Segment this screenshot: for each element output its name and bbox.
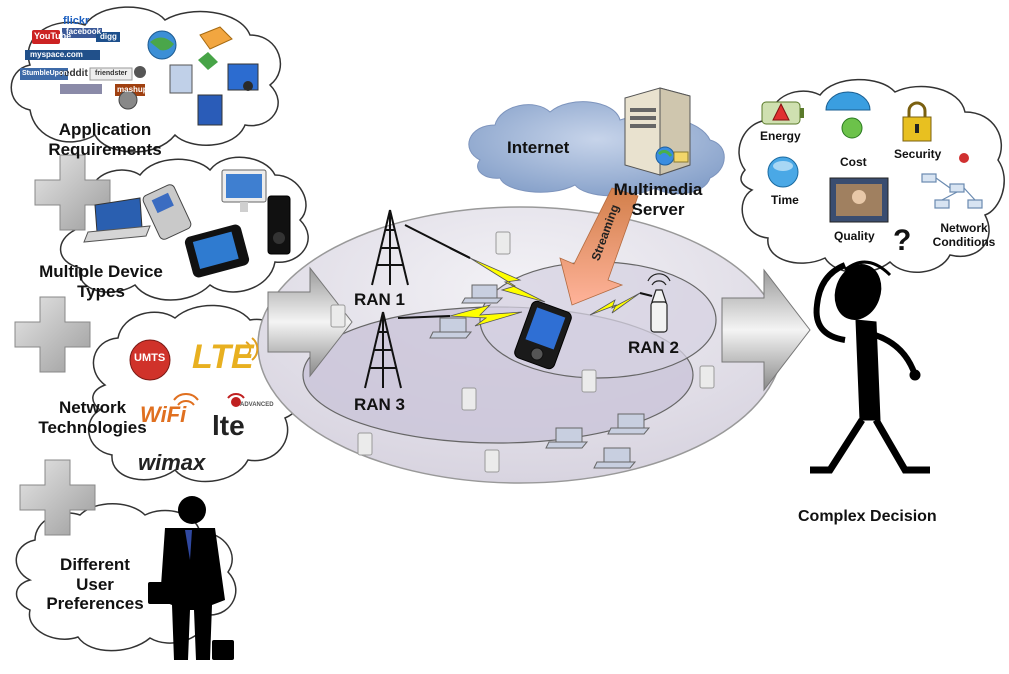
label-security: Security (894, 147, 942, 161)
umts-logo-text: UMTS (134, 352, 166, 364)
label-different-user-preferences: Different User Preferences (30, 555, 160, 614)
output-arrow (721, 268, 811, 392)
device-types-icons (83, 169, 291, 278)
businessman-silhouette (148, 496, 234, 660)
facebook-logo-text: facebook (66, 27, 102, 36)
label-network-technologies: Network Technologies (35, 398, 150, 437)
ran1-link (404, 224, 546, 303)
svg-text:?: ? (893, 224, 911, 257)
security-key-icon (959, 153, 969, 163)
multimedia-server-icon (624, 87, 691, 176)
myspace-logo-text: myspace.com (30, 50, 83, 59)
background-devices (330, 231, 715, 473)
mobile-device-icon (514, 300, 572, 370)
lte-advanced-logo-text: lte (212, 410, 245, 441)
laptops (429, 284, 651, 469)
wimax-logo-text: wimax (138, 450, 206, 475)
friendster-logo-text: friendster (95, 70, 128, 77)
label-energy: Energy (760, 129, 801, 143)
youtube-logo-text: YouTube (34, 31, 72, 41)
label-network-conditions: Network Conditions (924, 221, 1004, 250)
cloud-decision-criteria (738, 78, 1005, 274)
umts-logo-icon (129, 339, 171, 381)
time-clock-icon (767, 156, 799, 188)
label-cost: Cost (840, 155, 867, 169)
digg-logo-text: digg (100, 32, 117, 41)
multimedia-server-text: Multimedia Server (613, 180, 703, 219)
wifi-signal-icon (173, 393, 199, 406)
plus-sign-3 (19, 459, 96, 536)
ran3-tower-icon (364, 311, 402, 389)
wifi-logo-text: WiFi (140, 402, 187, 427)
network-conditions-text: Network Conditions (932, 221, 996, 249)
plus-sign-2 (14, 296, 91, 373)
network-technologies-text: Network Technologies (38, 398, 147, 437)
lte-advanced-sub-text: ADVANCED (240, 402, 274, 408)
different-user-preferences-text: Different User Preferences (46, 555, 144, 614)
label-complex-decision: Complex Decision (798, 508, 937, 525)
label-multimedia-server: Multimedia Server (608, 180, 708, 219)
stumbleupon-logo-text: StumbleUpon (22, 70, 68, 77)
flickr-logo-text: flickr (63, 15, 90, 27)
lte-advanced-icon (227, 393, 245, 407)
streaming-arrow (559, 187, 639, 306)
lte-logo-text: LTE (192, 338, 254, 376)
security-lock-icon (902, 101, 932, 142)
label-quality: Quality (834, 229, 875, 243)
cost-icon (825, 91, 871, 139)
reddit-logo-text: reddit (60, 68, 88, 79)
question-mark-icon: ? (893, 224, 911, 257)
label-multiple-device-types: Multiple Device Types (16, 262, 186, 301)
label-ran3: RAN 3 (354, 395, 406, 414)
label-application-requirements: Application Requirements (30, 120, 180, 159)
network-conditions-icon (921, 173, 983, 209)
mashup-logo-text: mashup (117, 85, 148, 94)
input-arrow (267, 266, 353, 378)
application-requirements-text: Application Requirements (48, 120, 162, 159)
label-time: Time (771, 193, 799, 207)
ran2-link (589, 292, 653, 316)
label-ran2: RAN 2 (628, 338, 680, 357)
energy-battery-icon (761, 101, 804, 125)
ran2-access-point-icon (647, 273, 671, 333)
ran1-tower-icon (371, 209, 409, 286)
label-ran1: RAN 1 (354, 290, 406, 309)
quality-video-icon (829, 177, 889, 223)
multiple-device-types-text: Multiple Device Types (39, 262, 163, 301)
ran3-link (397, 304, 523, 327)
label-internet: Internet (507, 138, 570, 157)
application-icons (20, 26, 259, 126)
lte-signal-icon (245, 337, 259, 361)
thinking-person-silhouette (810, 260, 930, 474)
